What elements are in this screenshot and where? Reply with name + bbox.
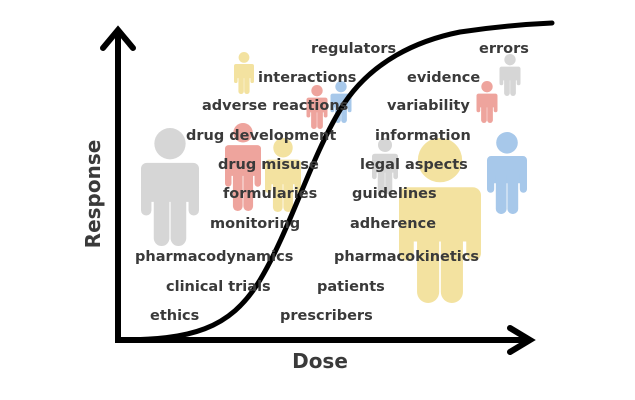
word-information: information xyxy=(375,128,471,144)
word-formularies: formularies xyxy=(223,186,317,202)
word-evidence: evidence xyxy=(407,70,480,86)
person-leg xyxy=(417,214,440,303)
word-patients: patients xyxy=(317,279,385,295)
y-axis xyxy=(100,25,136,342)
person-leg xyxy=(487,100,493,123)
person-arm xyxy=(250,71,254,84)
person-head xyxy=(377,138,393,153)
person-head xyxy=(233,123,253,143)
person-arm xyxy=(254,160,261,187)
person-arm xyxy=(294,171,301,193)
word-clinical-trials: clinical trials xyxy=(166,279,271,295)
word-pharmacokinetics: pharmacokinetics xyxy=(334,249,479,265)
person-leg xyxy=(238,71,244,94)
person-head xyxy=(273,138,293,158)
word-prescribers: prescribers xyxy=(280,308,373,324)
person-head xyxy=(496,132,518,154)
person-arm xyxy=(372,163,377,180)
sigmoid-curve xyxy=(115,20,555,343)
person-leg xyxy=(504,73,510,96)
person-leg xyxy=(283,171,294,212)
word-ethics: ethics xyxy=(150,308,199,324)
person-leg xyxy=(507,169,519,214)
word-pharmacodynamics: pharmacodynamics xyxy=(135,249,293,265)
x-axis xyxy=(115,325,536,355)
person-leg xyxy=(153,182,170,246)
person-figure-red-small-center xyxy=(306,85,328,129)
person-head xyxy=(154,128,186,160)
person-head xyxy=(335,81,347,93)
person-head xyxy=(481,81,493,93)
word-drug-misuse: drug misuse xyxy=(218,157,319,173)
person-arm xyxy=(323,105,328,118)
person-figure-blue-medium xyxy=(487,132,527,214)
person-figure-red-small-right xyxy=(476,81,498,123)
person-figure-gray-small-center xyxy=(372,138,398,194)
x-axis-label: Dose xyxy=(292,349,348,373)
person-leg xyxy=(481,100,487,123)
person-leg xyxy=(243,160,254,211)
person-arm xyxy=(499,73,504,86)
person-head xyxy=(504,54,516,66)
people-figures xyxy=(141,52,527,303)
person-leg xyxy=(232,160,243,211)
person-arm xyxy=(393,163,398,180)
person-arm xyxy=(487,169,495,193)
person-arm xyxy=(466,214,481,261)
person-leg xyxy=(377,163,385,194)
word-errors: errors xyxy=(479,41,529,57)
person-leg xyxy=(170,182,187,246)
person-leg xyxy=(244,71,250,94)
word-regulators: regulators xyxy=(311,41,396,57)
person-figure-yellow-medium xyxy=(265,138,301,212)
person-arm xyxy=(399,214,414,261)
y-axis-label: Response xyxy=(81,140,105,249)
person-arm xyxy=(519,169,527,193)
word-adherence: adherence xyxy=(350,216,436,232)
person-figure-gray-small-right xyxy=(499,54,521,96)
person-head xyxy=(417,138,463,183)
word-legal-aspects: legal aspects xyxy=(360,157,468,173)
person-arm xyxy=(347,100,352,113)
person-leg xyxy=(311,105,317,129)
person-figure-red-medium xyxy=(225,123,261,211)
person-arm xyxy=(493,100,498,113)
person-leg xyxy=(510,73,516,96)
person-leg xyxy=(495,169,507,214)
person-arm xyxy=(306,105,311,118)
person-leg xyxy=(272,171,283,212)
person-arm xyxy=(225,160,232,187)
person-figure-yellow-small-top xyxy=(234,52,254,94)
word-interactions: interactions xyxy=(258,70,356,86)
person-head xyxy=(238,52,250,63)
person-arm xyxy=(141,182,152,216)
word-guidelines: guidelines xyxy=(352,186,437,202)
person-arm xyxy=(330,100,335,113)
word-drug-development: drug development xyxy=(186,128,336,144)
word-monitoring: monitoring xyxy=(210,216,300,232)
person-head xyxy=(311,85,323,97)
person-figure-gray-large xyxy=(141,128,199,246)
person-arm xyxy=(265,171,272,193)
person-leg xyxy=(440,214,463,303)
word-adverse-reactions: adverse reactions xyxy=(202,98,348,114)
person-leg xyxy=(385,163,393,194)
person-arm xyxy=(476,100,481,113)
person-figure-yellow-large xyxy=(399,138,481,303)
person-leg xyxy=(317,105,323,129)
word-variability: variability xyxy=(387,98,470,114)
person-arm xyxy=(188,182,199,216)
person-arm xyxy=(234,71,238,84)
person-arm xyxy=(516,73,521,86)
